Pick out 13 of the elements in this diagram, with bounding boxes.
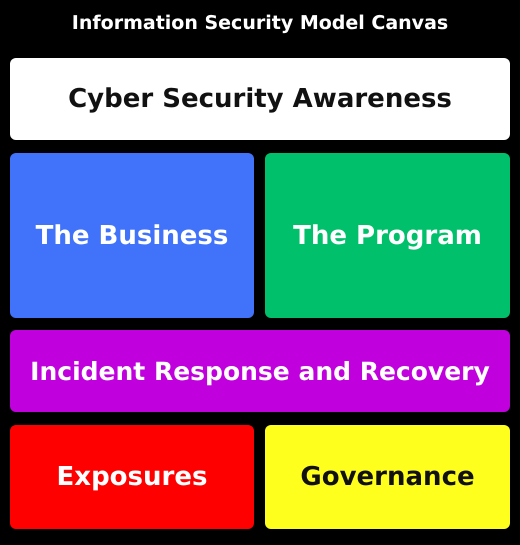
section-title: Governance: [300, 462, 475, 492]
section-title: The Program: [293, 220, 482, 250]
section-box: [10, 425, 254, 529]
section-box: [265, 425, 510, 529]
title: Information Security Model Canvas: [72, 12, 448, 34]
section-box: [10, 330, 510, 412]
section-title: The Business: [36, 220, 228, 250]
section-title: Incident Response and Recovery: [30, 356, 490, 386]
section-box: [265, 153, 510, 318]
section-title: Exposures: [56, 462, 208, 492]
section-box: [10, 58, 510, 140]
section-box: [10, 153, 254, 318]
section-title: Cyber Security Awareness: [68, 84, 452, 114]
